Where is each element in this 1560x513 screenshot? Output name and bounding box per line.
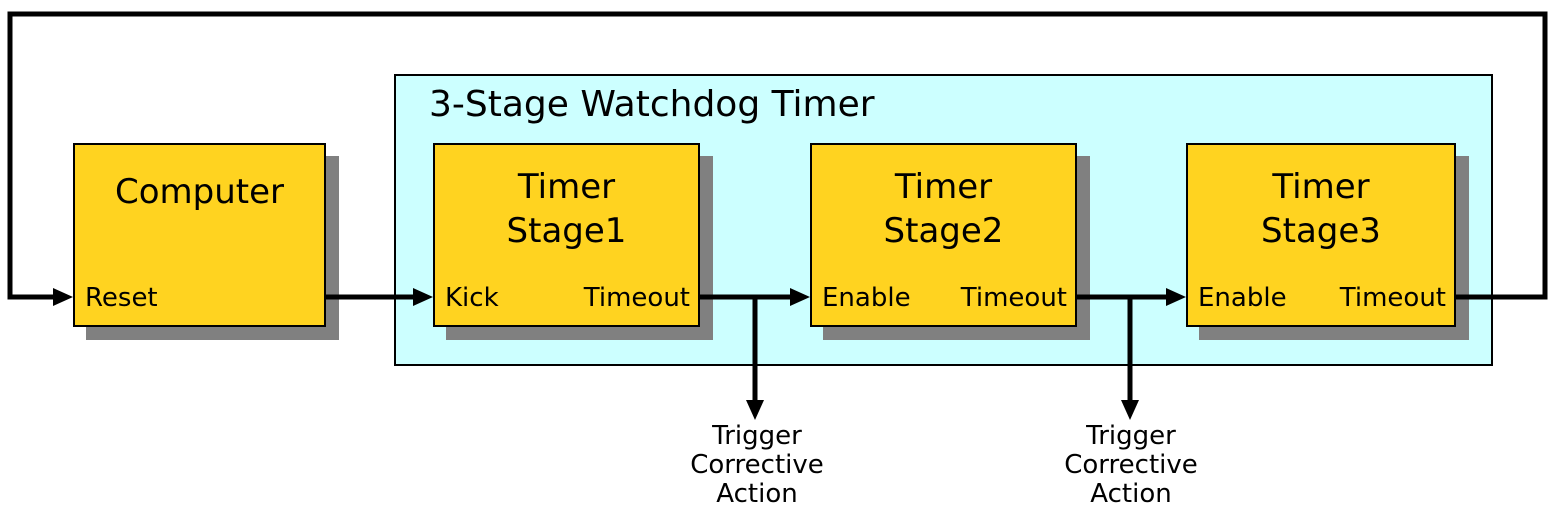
timer-stage1-title: Timer Stage1 [435,165,698,253]
computer-box: Computer Reset [73,143,326,327]
trigger1-line1: Trigger [712,421,802,451]
panel-title: 3-Stage Watchdog Timer [429,84,875,125]
timer-stage3-title-line1: Timer [1272,167,1370,207]
stage2-port-enable: Enable [822,283,911,313]
trigger1-arrowhead-icon [746,400,764,420]
timer-stage3-box: Timer Stage3 Enable Timeout [1186,143,1456,327]
trigger2-line3: Action [1090,479,1172,509]
timer-stage3-title-line2: Stage3 [1261,211,1381,251]
trigger1-line2: Corrective [690,450,824,480]
trigger2-line1: Trigger [1086,421,1176,451]
timer-stage1-box: Timer Stage1 Kick Timeout [433,143,700,327]
timer-stage2-title: Timer Stage2 [812,165,1075,253]
trigger2-arrowhead-icon [1121,400,1139,420]
timer-stage2-title-line1: Timer [894,167,993,207]
trigger-corrective-action-label-2: Trigger Corrective Action [1021,422,1241,509]
computer-box-title: Computer [114,172,285,212]
stage1-port-kick: Kick [445,283,499,313]
stage2-port-timeout: Timeout [960,283,1067,313]
trigger2-line2: Corrective [1064,450,1198,480]
stage3-port-timeout: Timeout [1339,283,1446,313]
trigger1-line3: Action [716,479,798,509]
trigger-corrective-action-label-1: Trigger Corrective Action [647,422,867,509]
timer-stage2-box: Timer Stage2 Enable Timeout [810,143,1077,327]
stage3-port-enable: Enable [1198,283,1287,313]
stage1-port-timeout: Timeout [583,283,690,313]
timer-stage1-title-line2: Stage1 [506,211,627,251]
timer-stage2-title-line2: Stage2 [883,211,1004,251]
reset-arrowhead-icon [53,288,73,306]
timer-stage1-title-line1: Timer [517,167,616,207]
computer-port-reset: Reset [85,283,158,313]
timer-stage3-title: Timer Stage3 [1188,165,1454,253]
